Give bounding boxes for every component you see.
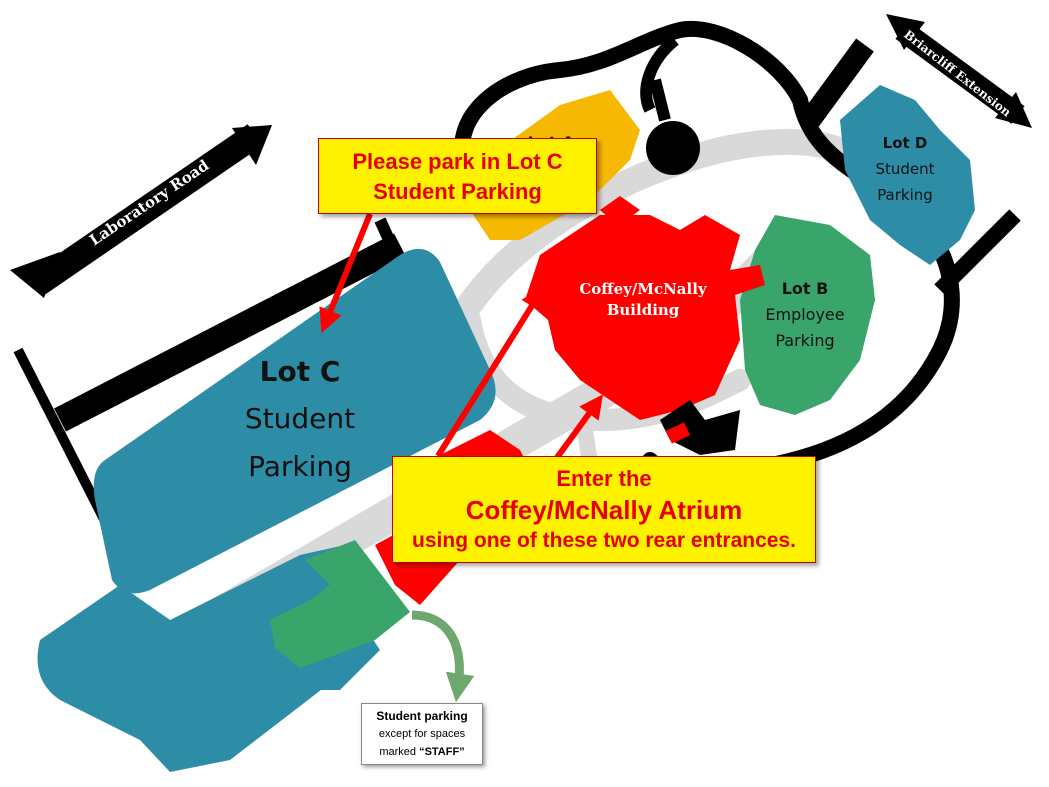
note-line3: marked “STAFF”	[362, 743, 482, 761]
red-arrow-icon	[435, 285, 545, 458]
callout-park-line2: Student Parking	[373, 179, 542, 204]
callout-enter-line3: using one of these two rear entrances.	[412, 529, 796, 552]
roads	[13, 20, 1021, 593]
lot-b-line1: Employee	[765, 305, 844, 324]
red-arrow-icon	[319, 212, 373, 334]
building-label-line1: Coffey/McNally	[579, 280, 708, 298]
lot-d-line1: Student	[875, 160, 934, 178]
lot-b-name: Lot B	[782, 279, 829, 298]
callout-enter-line2: Coffey/McNally Atrium	[465, 495, 743, 525]
enter-atrium-callout: Enter the Coffey/McNally Atrium using on…	[392, 456, 816, 563]
park-in-lot-c-callout: Please park in Lot C Student Parking	[318, 138, 597, 214]
callout-enter-line1: Enter the	[556, 466, 652, 491]
laboratory-road-label: Laboratory Road	[86, 156, 212, 249]
building-label-line2: Building	[607, 301, 680, 319]
lot-b-line2: Parking	[775, 331, 834, 350]
note-line2: except for spaces	[378, 728, 466, 740]
lot-d-name: Lot D	[883, 134, 928, 152]
lot-c-name: Lot C	[260, 355, 341, 388]
callout-park-line1: Please park in Lot C	[352, 149, 563, 174]
lot-c-line1: Student	[245, 402, 355, 435]
staff-parking-area	[270, 540, 410, 668]
note-line3-bold: “STAFF”	[419, 746, 465, 758]
curved-arrow-icon	[411, 610, 475, 703]
staff-parking-note: Student parking except for spaces marked…	[361, 703, 483, 765]
lot-d	[840, 85, 975, 265]
note-line1: Student parking	[376, 709, 468, 723]
lot-b	[740, 215, 875, 415]
note-line3-prefix: marked	[379, 746, 420, 758]
lot-c-line2: Parking	[248, 450, 352, 483]
coffey-mcnally-building: Coffey/McNally Building	[375, 196, 765, 605]
double-headed-arrow-icon: Laboratory Road	[10, 124, 272, 298]
lot-d-line2: Parking	[877, 186, 933, 204]
